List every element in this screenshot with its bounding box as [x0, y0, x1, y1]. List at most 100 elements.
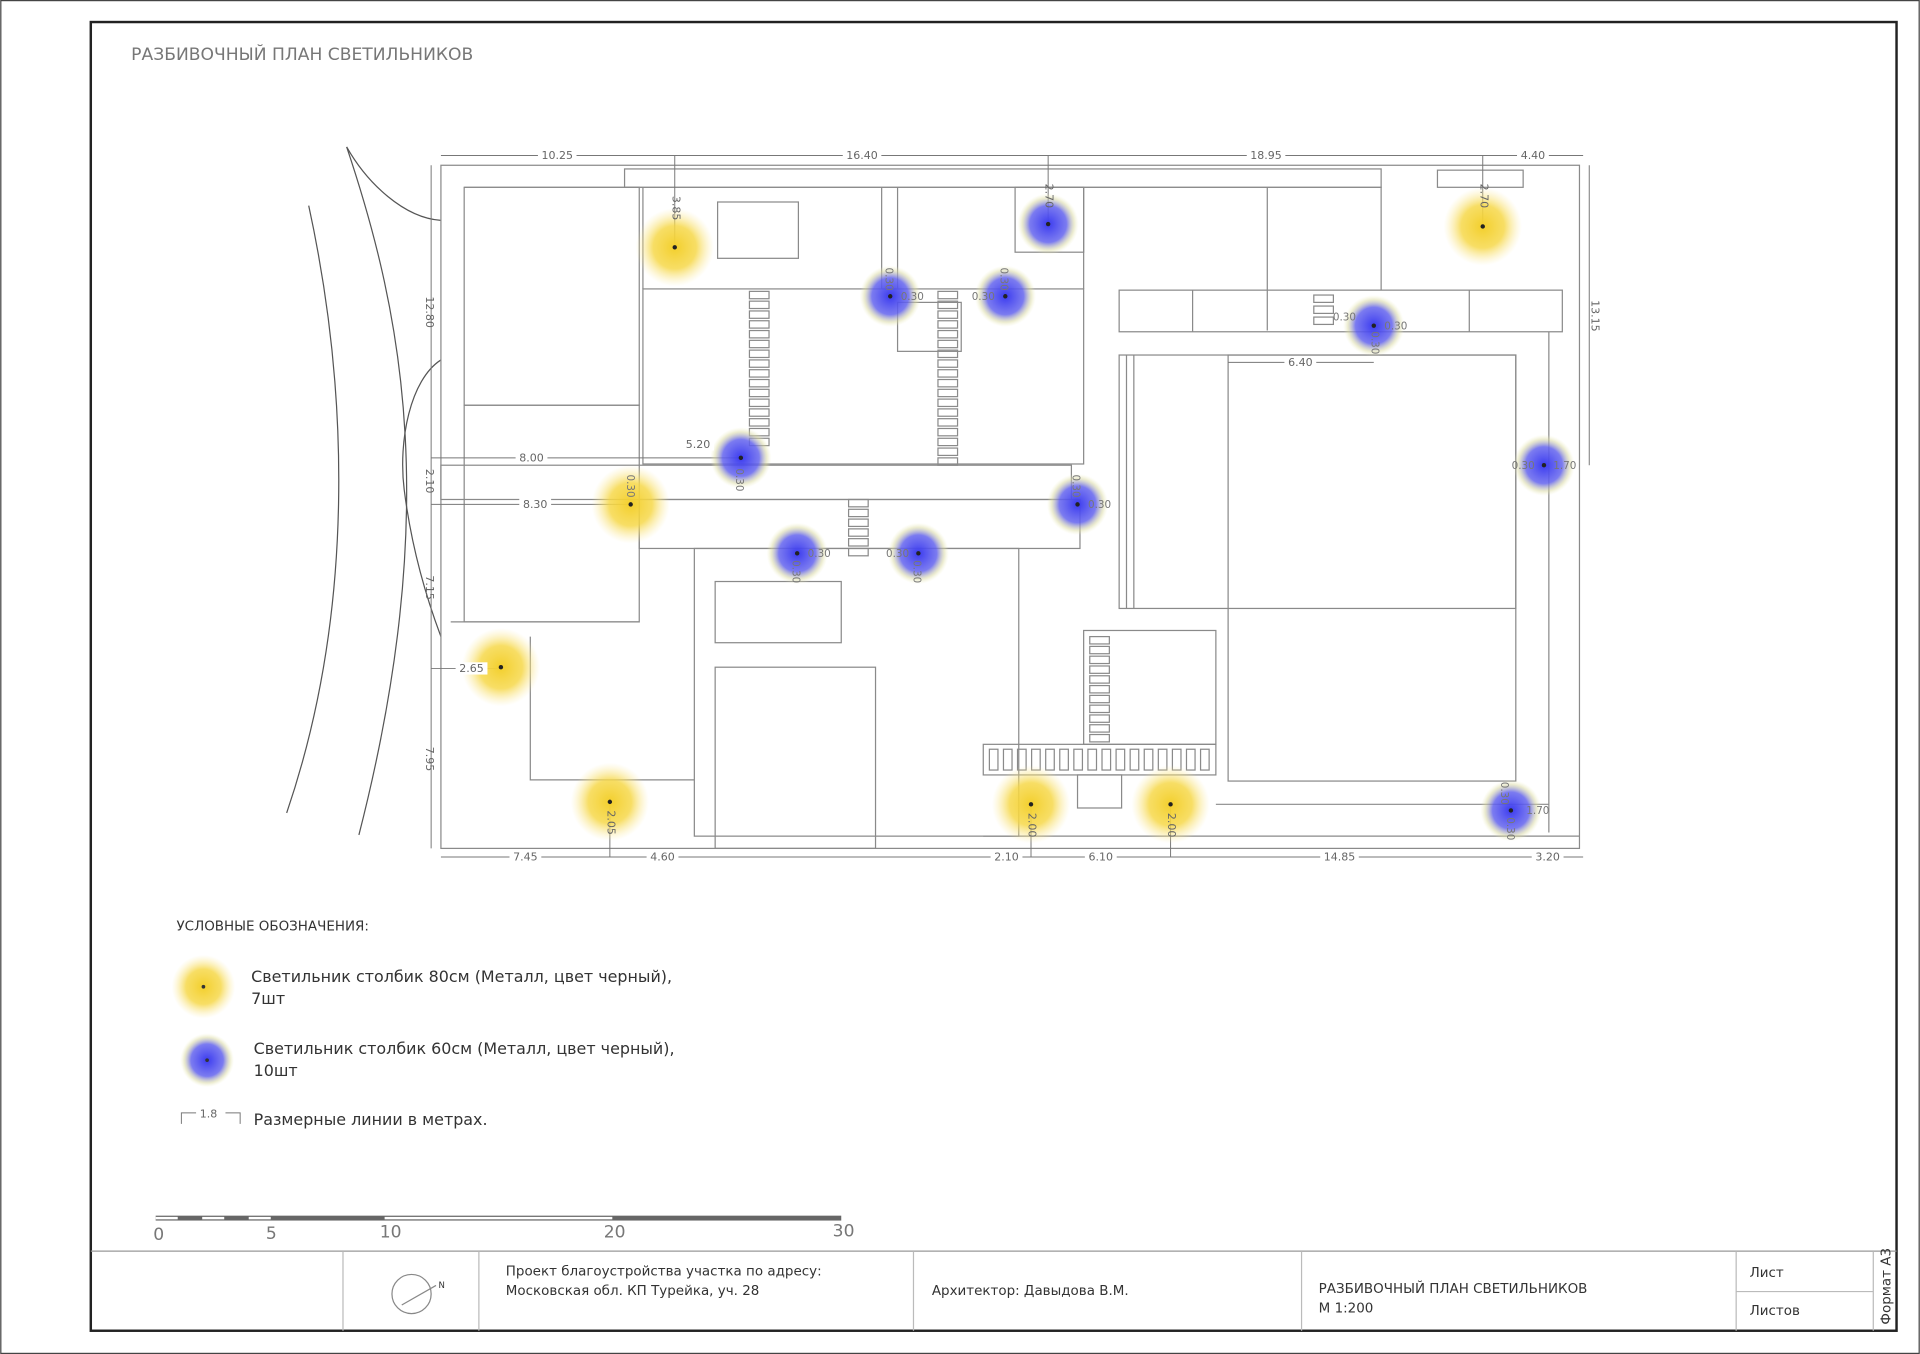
- lamp-post-dot: [628, 502, 633, 507]
- dimension-label: 13.15: [1589, 300, 1602, 332]
- dimension-label: 4.40: [1521, 149, 1545, 162]
- lamp-post-dot: [498, 665, 504, 670]
- house: [1118, 354, 1517, 610]
- dimension-label: 2.65: [459, 662, 484, 675]
- lamp-post-dot: [1075, 502, 1080, 507]
- lamp-post-dot: [916, 551, 921, 556]
- offset-label: 0.30: [1498, 782, 1510, 805]
- offset-label: 0.30: [808, 548, 831, 560]
- lamp-post-dot: [1045, 221, 1051, 227]
- zone: [463, 186, 640, 406]
- wall: [464, 186, 1382, 291]
- offset-label: 0.30: [1333, 312, 1356, 324]
- drawing-title: РАЗБИВОЧНЫЙ ПЛАН СВЕТИЛЬНИКОВ: [131, 43, 473, 65]
- offset-label: 0.30: [1070, 474, 1082, 497]
- lamp-dot: [205, 1058, 209, 1063]
- legend-item-count: 7шт: [251, 989, 285, 1008]
- lamp-post-dot: [1508, 808, 1514, 813]
- paper-format: Формат А3: [1879, 1248, 1894, 1325]
- entry-arc: [346, 146, 441, 221]
- fence: [623, 168, 1382, 188]
- sheet-scale: М 1:200: [1319, 1301, 1374, 1316]
- dimension-label: 12.80: [423, 296, 436, 328]
- north-arrow-icon: [391, 1273, 432, 1315]
- offset-label: 0.30: [789, 560, 801, 583]
- terrace: [693, 547, 1020, 837]
- scale-bar: 0 5 10 20 30: [153, 1215, 854, 1245]
- scale-tick: 10: [380, 1223, 402, 1243]
- dimension-label: 8.00: [519, 452, 544, 465]
- dimension-label: 7.15: [423, 575, 436, 600]
- box: [1076, 774, 1123, 809]
- lamp-post-dot: [794, 551, 800, 556]
- road-edge: [286, 205, 340, 814]
- offset-label: 0.30: [1088, 499, 1111, 511]
- dimension-label: 8.30: [523, 498, 548, 511]
- building: [714, 666, 877, 850]
- sheet-number-label: Лист: [1750, 1266, 1784, 1281]
- legend-item-count: 10шт: [254, 1061, 298, 1080]
- dimension-label: 6.40: [1288, 356, 1312, 369]
- house: [1227, 354, 1517, 782]
- drawing-frame: [89, 20, 1898, 1332]
- project-address: Московская обл. КП Турейка, уч. 28: [506, 1283, 760, 1299]
- bench: [1436, 169, 1524, 188]
- lamp-post-dot: [607, 799, 613, 805]
- offset-label: 0.30: [624, 474, 636, 497]
- dimension-label: 4.60: [650, 851, 675, 864]
- legend-item-label: Светильник столбик 80см (Металл, цвет че…: [251, 967, 672, 986]
- lamp-post-dot: [1480, 224, 1485, 229]
- dimension-label: 2.10: [423, 469, 436, 494]
- stepping-stones: [748, 290, 1335, 771]
- plot-boundary: [440, 164, 1581, 850]
- dimension-label: 7.45: [513, 851, 538, 864]
- offset-label: 0.30: [1368, 331, 1380, 354]
- lamp-post-dot: [1028, 802, 1034, 807]
- dimension-label: 16.40: [846, 149, 878, 162]
- planter: [714, 580, 842, 644]
- dimension-label: 2.00: [1026, 813, 1039, 838]
- site-plan: [286, 146, 1581, 850]
- scale-tick: 5: [266, 1224, 277, 1244]
- legend: УСЛОВНЫЕ ОБОЗНАЧЕНИЯ: Светильник столбик…: [171, 919, 675, 1129]
- offset-label: 0.30: [886, 548, 909, 560]
- planter: [716, 201, 800, 259]
- offset-label: 0.30: [997, 268, 1009, 291]
- offset-label: 0.30: [733, 468, 745, 491]
- legend-title: УСЛОВНЫЕ ОБОЗНАЧЕНИЯ:: [176, 919, 368, 934]
- lamp-post-dot: [1371, 323, 1376, 328]
- entry-arc: [402, 359, 442, 637]
- dimension-label: 5.20: [686, 438, 711, 451]
- dimension-label: 6.10: [1089, 851, 1114, 864]
- lamp-post-dot: [738, 455, 744, 461]
- scale-tick: 20: [604, 1223, 626, 1243]
- title-block: N Проект благоустройства участка по адре…: [90, 1248, 1897, 1331]
- offset-label: 1.70: [1553, 460, 1576, 472]
- architect: Архитектор: Давыдова В.М.: [932, 1284, 1129, 1299]
- dimension-label: 7.95: [423, 747, 436, 772]
- lamp-post-dot: [672, 245, 677, 250]
- dimension-label: 2.70: [1477, 184, 1490, 208]
- offset-label: 0.30: [901, 291, 924, 303]
- offset-label: 0.30: [910, 560, 922, 583]
- dimension-label: 18.95: [1250, 149, 1282, 162]
- lamp-post-dot: [1541, 463, 1547, 468]
- north-label: N: [438, 1281, 444, 1291]
- offset-label: 0.30: [1512, 460, 1535, 472]
- offset-label: 0.30: [882, 268, 894, 291]
- lamp-post-dot: [888, 294, 893, 299]
- offset-label: 0.30: [972, 291, 995, 303]
- lamp-layer: [461, 187, 1575, 844]
- step-box: [896, 301, 962, 352]
- dimension-label: 2.70: [1043, 184, 1056, 208]
- lamp-post-dot: [1003, 294, 1008, 299]
- dimension-label: 3.20: [1535, 851, 1559, 864]
- legend-item-label: Светильник столбик 60см (Металл, цвет че…: [254, 1039, 675, 1058]
- dimension-label: 3.85: [669, 196, 682, 220]
- dimension-label: 10.25: [541, 149, 573, 162]
- offset-label: 0.30: [1504, 817, 1516, 840]
- path: [1118, 289, 1563, 333]
- dimension-sample: 1.8: [200, 1108, 218, 1121]
